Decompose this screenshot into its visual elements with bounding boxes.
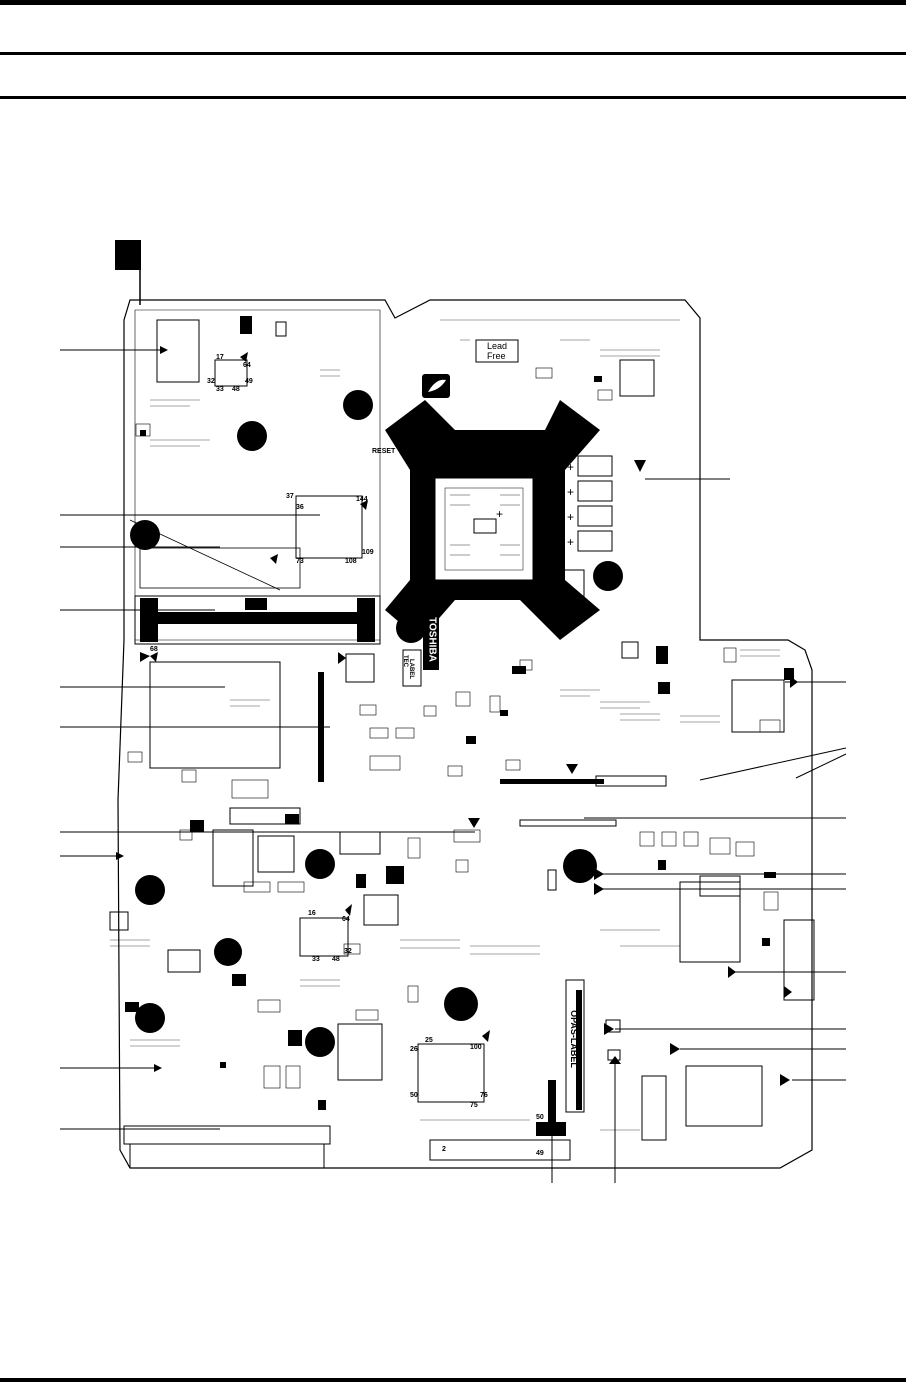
footer-rule <box>0 1378 906 1382</box>
pin-label: 75 <box>470 1102 478 1109</box>
svg-text:+: + <box>567 535 574 549</box>
ic-top-left-large <box>156 319 200 383</box>
passive-components <box>127 367 781 1089</box>
lead-free-badge <box>475 339 519 363</box>
pin-label: 25 <box>425 1037 433 1044</box>
ic-top-left <box>214 359 248 387</box>
tec-label-line2: LABEL <box>408 659 414 679</box>
lead-free-line2: Free <box>487 351 506 361</box>
opas-label-box <box>565 979 585 1113</box>
pin-label: 64 <box>342 916 350 923</box>
pin-label: 50 <box>410 1092 418 1099</box>
pin-label: 68 <box>150 646 158 653</box>
toshiba-box <box>423 612 439 670</box>
board-outline <box>117 299 813 1169</box>
svg-text:+: + <box>567 485 574 499</box>
capacitor-bank <box>577 455 613 552</box>
callout-markers <box>130 390 623 1057</box>
pin-label: 36 <box>296 504 304 511</box>
callout-leaders-left <box>60 349 475 1130</box>
svg-text:+: + <box>567 510 574 524</box>
pin-label: 32 <box>344 948 352 955</box>
pin-label: 48 <box>232 386 240 393</box>
toshiba-label: TOSHIBA <box>426 617 438 662</box>
header-rule-bottom <box>0 96 906 99</box>
pin-label: 2 <box>442 1146 446 1153</box>
board-tab <box>115 240 141 270</box>
ic-right-lower <box>685 1065 763 1127</box>
tec-label-box <box>402 649 422 687</box>
black-parts <box>140 376 776 1068</box>
pin-label: 100 <box>470 1044 482 1051</box>
ic-upper-mid <box>295 495 363 559</box>
memory-slot <box>134 595 381 645</box>
pin-label: 64 <box>243 362 251 369</box>
ic-bottom-mid <box>417 1043 485 1103</box>
ic-main-left <box>149 661 281 769</box>
pin-label: 109 <box>362 549 374 556</box>
pin-label: 37 <box>286 493 294 500</box>
pin-label: 33 <box>312 956 320 963</box>
pin-label: 17 <box>216 354 224 361</box>
callout-leaders-right <box>584 478 847 1081</box>
ic-mid-right <box>731 679 785 733</box>
pin-label: 144 <box>356 496 368 503</box>
pin-label: 108 <box>345 558 357 565</box>
svg-text:+: + <box>567 460 574 474</box>
callout-leaders-bottom <box>551 1060 616 1183</box>
pin-label: 49 <box>245 378 253 385</box>
pin-label: 32 <box>207 378 215 385</box>
pin-label: 73 <box>296 558 304 565</box>
opas-label: OPAS-LABEL <box>569 1010 579 1068</box>
pin-label: 49 <box>536 1150 544 1157</box>
fine-traces <box>110 319 780 1131</box>
header-rule-middle <box>0 52 906 55</box>
pin-label: 16 <box>308 910 316 917</box>
pin-label: 50 <box>536 1114 544 1121</box>
svg-text:+: + <box>496 507 503 521</box>
pin-label: 33 <box>216 386 224 393</box>
pin-label: 76 <box>480 1092 488 1099</box>
lead-free-line1: Lead <box>487 341 508 351</box>
header-rule-top <box>0 0 906 5</box>
reset-label: RESET <box>372 448 396 455</box>
pin-label: 48 <box>332 956 340 963</box>
pin-label: 26 <box>410 1046 418 1053</box>
ic-lower-mid <box>299 917 349 957</box>
